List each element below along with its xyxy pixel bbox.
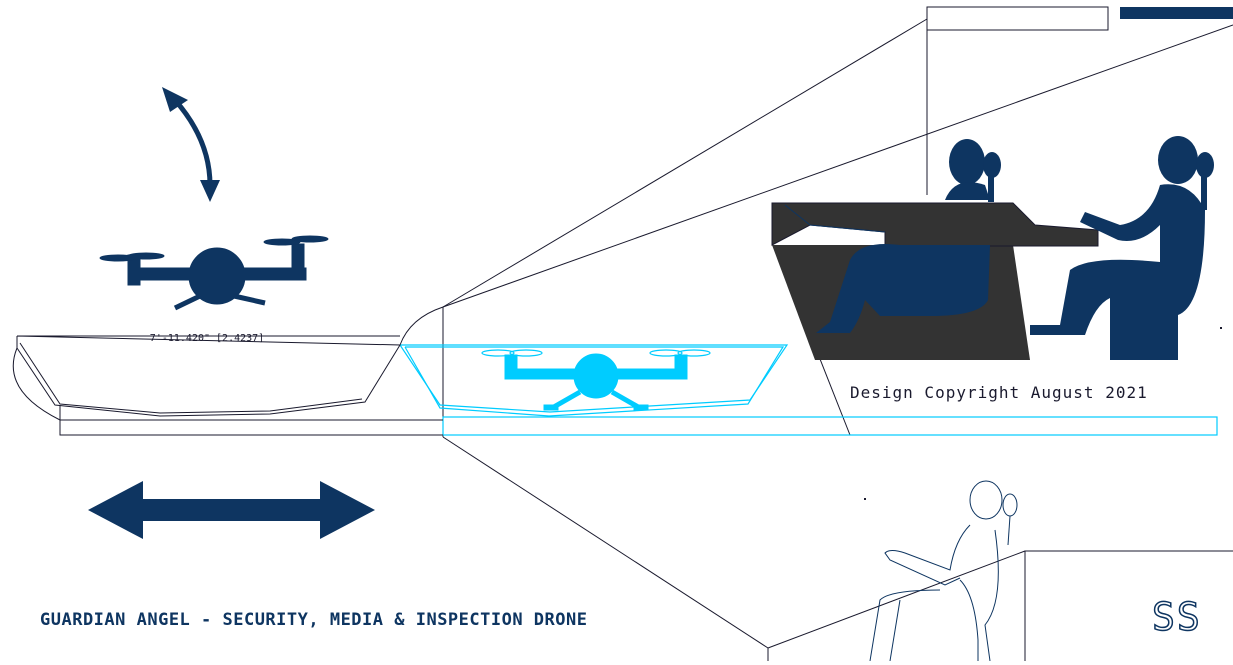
drone-icon: [99, 235, 329, 311]
seated-person-icon: [816, 139, 1001, 333]
roof-accent-bar: [1120, 7, 1233, 19]
seated-person-icon: [1030, 136, 1214, 360]
double-horizontal-arrow-icon: [88, 481, 375, 539]
drone-icon: [481, 349, 711, 411]
drawing-title: GUARDIAN ANGEL - SECURITY, MEDIA & INSPE…: [40, 610, 587, 630]
stray-marks: [864, 327, 1222, 500]
seated-person-icon: [869, 480, 1018, 662]
extended-tray: [12, 335, 443, 436]
copyright-text: Design Copyright August 2021: [850, 383, 1148, 402]
dimension-label: 7'-11.420" [2.4237]: [150, 333, 264, 344]
signature-initials: SS: [1152, 595, 1202, 639]
curved-rotate-arrow-icon: [162, 87, 220, 202]
